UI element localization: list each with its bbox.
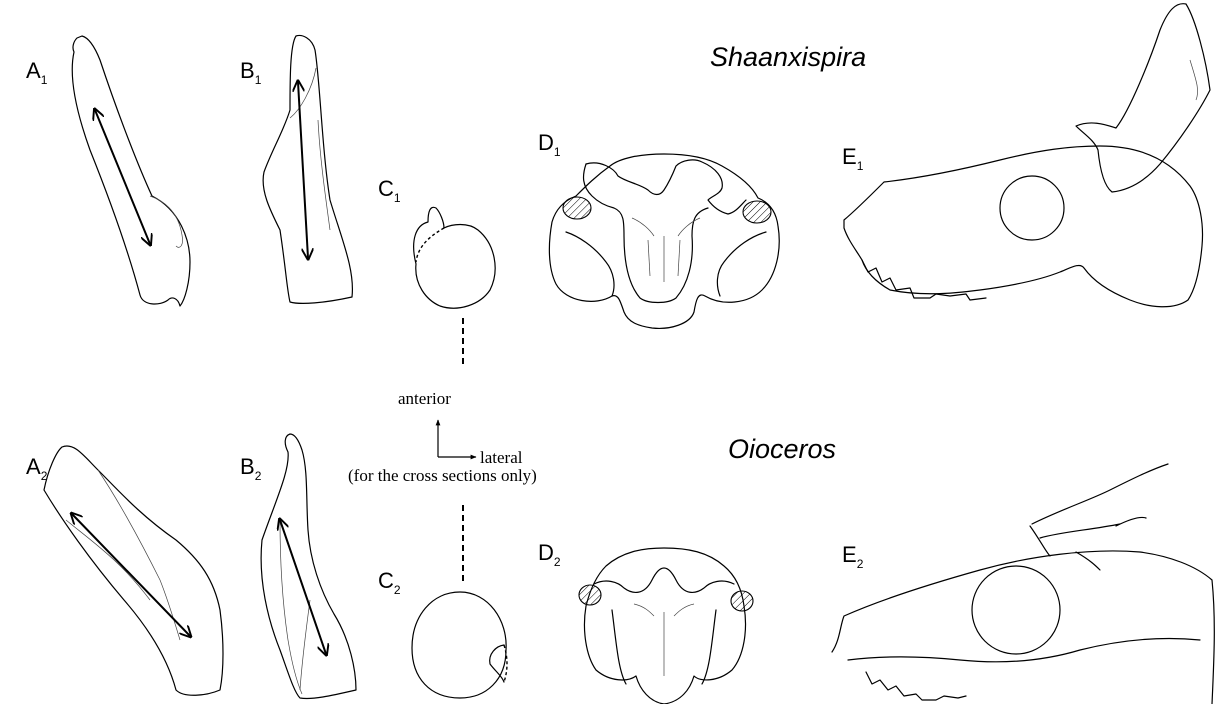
panel-label-b1: B1	[240, 60, 261, 86]
skull-dorsal-d2	[579, 548, 753, 704]
taxon-shaanxispira: Shaanxispira	[710, 44, 866, 71]
panel-label-d1: D1	[538, 132, 561, 158]
panel-label-c2: C2	[378, 570, 401, 596]
skull-lateral-e1	[844, 4, 1210, 307]
horn-core-b2	[261, 434, 356, 699]
orientation-indicator	[438, 420, 476, 457]
skull-lateral-e2	[832, 464, 1214, 704]
cross-section-c1	[414, 207, 495, 368]
lateral-label: lateral	[480, 449, 522, 466]
panel-label-b2: B2	[240, 456, 261, 482]
skull-dorsal-d1	[549, 154, 779, 328]
panel-label-e2: E2	[842, 544, 863, 570]
horn-core-a2	[44, 446, 223, 695]
cross-section-c2	[412, 505, 507, 698]
panel-label-c1: C1	[378, 178, 401, 204]
horn-core-b1	[263, 36, 352, 304]
panel-label-e1: E1	[842, 146, 863, 172]
cross-section-note: (for the cross sections only)	[348, 467, 537, 484]
panel-label-d2: D2	[538, 542, 561, 568]
panel-label-a2: A2	[26, 456, 47, 482]
panel-label-a1: A1	[26, 60, 47, 86]
horn-core-a1	[72, 36, 190, 306]
anterior-label: anterior	[398, 390, 451, 407]
taxon-oioceros: Oioceros	[728, 436, 836, 463]
